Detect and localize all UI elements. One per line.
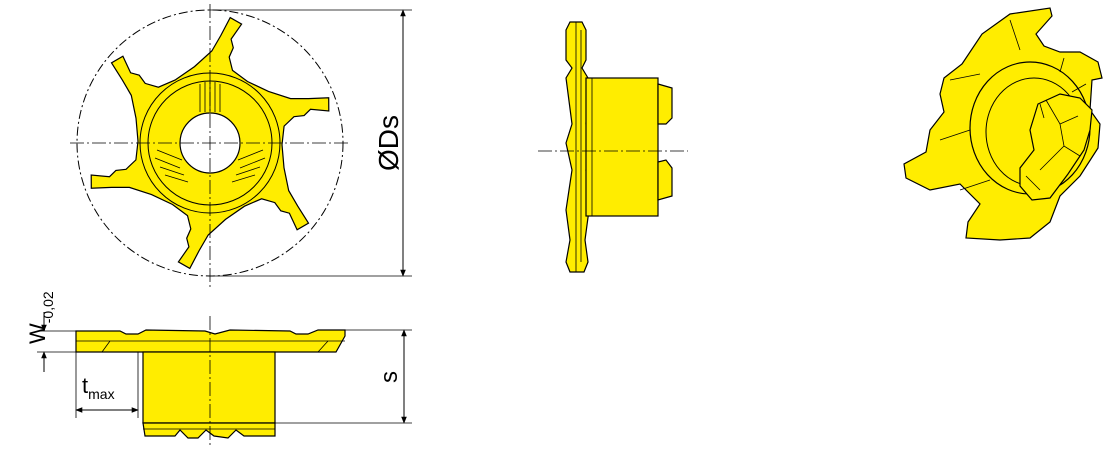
isometric-view bbox=[903, 7, 1103, 241]
diameter-label: ØDs bbox=[373, 115, 404, 171]
diameter-dimension: ØDs bbox=[210, 9, 412, 277]
width-label: W-0,02 bbox=[25, 291, 56, 344]
iso-boss bbox=[1019, 93, 1093, 201]
depth-label: tmax bbox=[82, 373, 115, 402]
front-view bbox=[70, 4, 350, 290]
shank-label: s bbox=[376, 371, 403, 383]
shank-dimension: s bbox=[275, 329, 412, 424]
side-boss bbox=[657, 83, 673, 201]
top-teeth bbox=[142, 422, 276, 439]
depth-dimension: tmax bbox=[75, 352, 139, 418]
side-teeth bbox=[565, 21, 591, 273]
top-view bbox=[75, 316, 346, 446]
top-body bbox=[142, 351, 276, 424]
side-view bbox=[538, 21, 688, 273]
width-dimension: W-0,02 bbox=[25, 291, 76, 372]
side-body bbox=[585, 77, 659, 217]
hub-splines bbox=[154, 82, 266, 183]
